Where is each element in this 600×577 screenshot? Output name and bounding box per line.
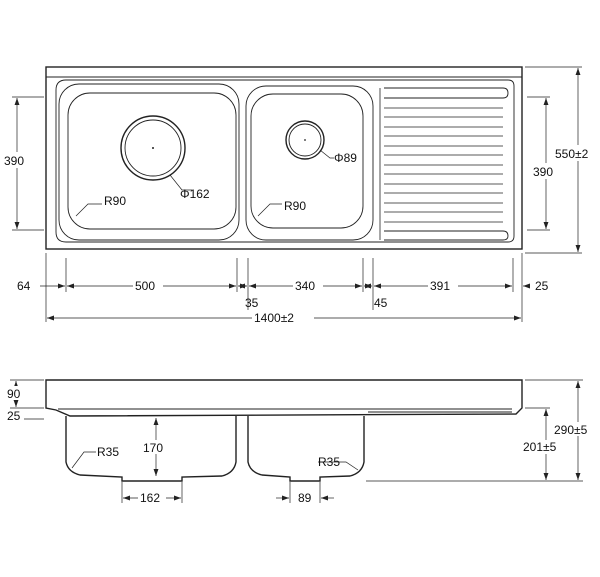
side-top-slab — [45, 379, 523, 417]
label-45: 45 — [374, 296, 388, 310]
label-side-left-r35: R35 — [97, 445, 119, 459]
left-drain-outer — [120, 115, 186, 181]
sink-inner-frame — [55, 79, 515, 243]
label-overall-depth: 550±2 — [555, 147, 589, 161]
label-left-390: 390 — [4, 154, 24, 168]
top-view: R90 Φ162 R90 Φ89 390 390 550±2 — [4, 66, 599, 325]
label-side-right-r35: R35 — [318, 455, 340, 469]
side-view: 90 25 R35 170 162 R35 89 290±5 2 — [6, 379, 599, 505]
label-overall-width: 1400±2 — [254, 311, 294, 325]
sink-top-outline — [45, 66, 523, 250]
leader-left-r90 — [75, 203, 102, 217]
label-left-r90: R90 — [104, 194, 126, 208]
label-right-drain: Φ89 — [334, 151, 357, 165]
right-drain-outer — [285, 120, 325, 160]
right-drain-inner — [288, 123, 322, 157]
leader-side-left-r35 — [71, 451, 96, 469]
label-391: 391 — [430, 279, 450, 293]
label-side-170: 170 — [143, 441, 163, 455]
leader-right-drain — [319, 149, 334, 159]
left-drain-center — [152, 147, 154, 149]
left-bowl-inner — [67, 92, 237, 230]
label-right-r90: R90 — [284, 199, 306, 213]
left-bowl-outer — [58, 83, 240, 241]
label-left-drain: Φ162 — [180, 187, 210, 201]
label-right-390: 390 — [533, 165, 553, 179]
leader-side-right-r35 — [318, 461, 359, 471]
label-side-89: 89 — [298, 491, 312, 505]
label-side-162: 162 — [140, 491, 160, 505]
label-side-90: 90 — [7, 387, 21, 401]
label-side-25: 25 — [7, 409, 21, 423]
leader-left-drain — [169, 174, 192, 191]
side-right-bowl — [247, 416, 365, 482]
label-64: 64 — [17, 279, 31, 293]
label-35: 35 — [245, 296, 259, 310]
right-bowl-outer — [245, 85, 374, 241]
drainboard-grooves — [379, 87, 509, 241]
right-bowl-inner — [250, 93, 364, 229]
label-side-290: 290±5 — [554, 423, 588, 437]
left-drain-inner — [124, 119, 182, 177]
label-25: 25 — [535, 279, 549, 293]
right-drain-center — [304, 139, 306, 141]
label-340: 340 — [295, 279, 315, 293]
label-500: 500 — [135, 279, 155, 293]
label-side-201: 201±5 — [523, 440, 557, 454]
side-left-bowl — [65, 416, 237, 482]
leader-right-r90 — [257, 203, 282, 217]
